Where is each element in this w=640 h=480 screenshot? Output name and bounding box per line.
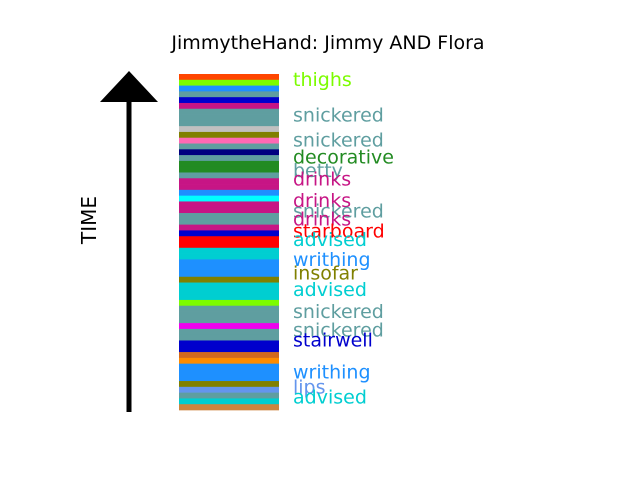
- event-label: snickered: [293, 320, 384, 342]
- timeline-stripe: [179, 160, 279, 168]
- event-label: advised: [293, 387, 367, 409]
- timeline-stripe: [179, 224, 279, 231]
- timeline-stripe: [179, 120, 279, 127]
- time-axis: [100, 71, 158, 412]
- event-label: insofar: [293, 262, 358, 284]
- timeline-stripe: [179, 143, 279, 150]
- event-label: drinks: [293, 209, 351, 231]
- chart-title: JimmytheHand: Jimmy AND Flora: [170, 32, 484, 54]
- event-label: drinks: [293, 190, 351, 212]
- timeline-stripe: [179, 85, 279, 92]
- timeline-stripes: [179, 74, 279, 411]
- timeline-stripe: [179, 201, 279, 208]
- event-label: advised: [293, 279, 367, 301]
- event-label: writhing: [293, 249, 371, 271]
- timeline-stripe: [179, 282, 279, 289]
- timeline-stripe: [179, 404, 279, 411]
- time-axis-arrowhead: [100, 71, 158, 102]
- timeline-stripe: [179, 386, 279, 393]
- event-label: stairwell: [293, 330, 373, 352]
- timeline-stripe: [179, 340, 279, 347]
- timeline-stripe: [179, 352, 279, 359]
- timeline-stripe: [179, 294, 279, 301]
- timeline-stripe: [179, 131, 279, 139]
- timeline-stripe: [179, 137, 279, 144]
- timeline-stripe: [179, 189, 279, 197]
- timeline-stripe: [179, 317, 279, 324]
- timeline-stripe: [179, 213, 279, 220]
- timeline-stripe: [179, 346, 279, 353]
- event-label: decorative: [293, 147, 394, 169]
- timeline-stripe: [179, 178, 279, 185]
- event-label: drinks: [293, 168, 351, 190]
- timeline-stripe: [179, 195, 279, 202]
- event-labels: thighssnickeredsnickereddecorativebettyd…: [293, 69, 394, 409]
- timeline-stripe: [179, 236, 279, 243]
- timeline-stripe: [179, 311, 279, 318]
- timeline-stripe: [179, 218, 279, 225]
- time-axis-label: TIME: [77, 196, 101, 245]
- timeline-stripe: [179, 253, 279, 260]
- timeline-stripe: [179, 270, 279, 278]
- timeline-stripe: [179, 108, 279, 115]
- event-label: snickered: [293, 200, 384, 222]
- timeline-stripe: [179, 305, 279, 312]
- timeline-stripe: [179, 369, 279, 376]
- timeline-stripe: [179, 375, 279, 382]
- timeline-stripe: [179, 102, 279, 110]
- timeline-stripe: [179, 276, 279, 283]
- event-label: betty: [293, 160, 343, 182]
- event-label: lips: [293, 377, 326, 399]
- timeline-stripe: [179, 288, 279, 295]
- timeline-stripe: [179, 363, 279, 370]
- event-label: snickered: [293, 105, 384, 127]
- timeline-stripe: [179, 334, 279, 341]
- timeline-stripe: [179, 242, 279, 249]
- event-label: thighs: [293, 69, 352, 91]
- event-label: snickered: [293, 301, 384, 323]
- timeline-stripe: [179, 230, 279, 237]
- timeline-stripe: [179, 265, 279, 272]
- timeline-stripe: [179, 299, 279, 307]
- timeline-stripe: [179, 97, 279, 104]
- timeline-stripe: [179, 184, 279, 191]
- timeline-stripe: [179, 207, 279, 214]
- timeline-stripe: [179, 149, 279, 156]
- event-label: snickered: [293, 130, 384, 152]
- timeline-stripe: [179, 398, 279, 405]
- timeline-stripe: [179, 74, 279, 81]
- timeline-stripe: [179, 328, 279, 336]
- timeline-stripe: [179, 323, 279, 330]
- timeline-stripe: [179, 381, 279, 388]
- event-label: starboard: [293, 220, 385, 242]
- timeline-stripe: [179, 91, 279, 98]
- timeline-stripe: [179, 79, 279, 86]
- timeline-stripe: [179, 155, 279, 162]
- timeline-stripe: [179, 392, 279, 399]
- event-label: writhing: [293, 362, 371, 384]
- timeline-stripe: [179, 114, 279, 121]
- timeline-stripe: [179, 166, 279, 173]
- timeline-stripe: [179, 259, 279, 266]
- timeline-stripe: [179, 126, 279, 133]
- timeline-stripe: [179, 357, 279, 365]
- timeline-stripe: [179, 247, 279, 254]
- event-label: advised: [293, 229, 367, 251]
- timeline-stripe: [179, 172, 279, 179]
